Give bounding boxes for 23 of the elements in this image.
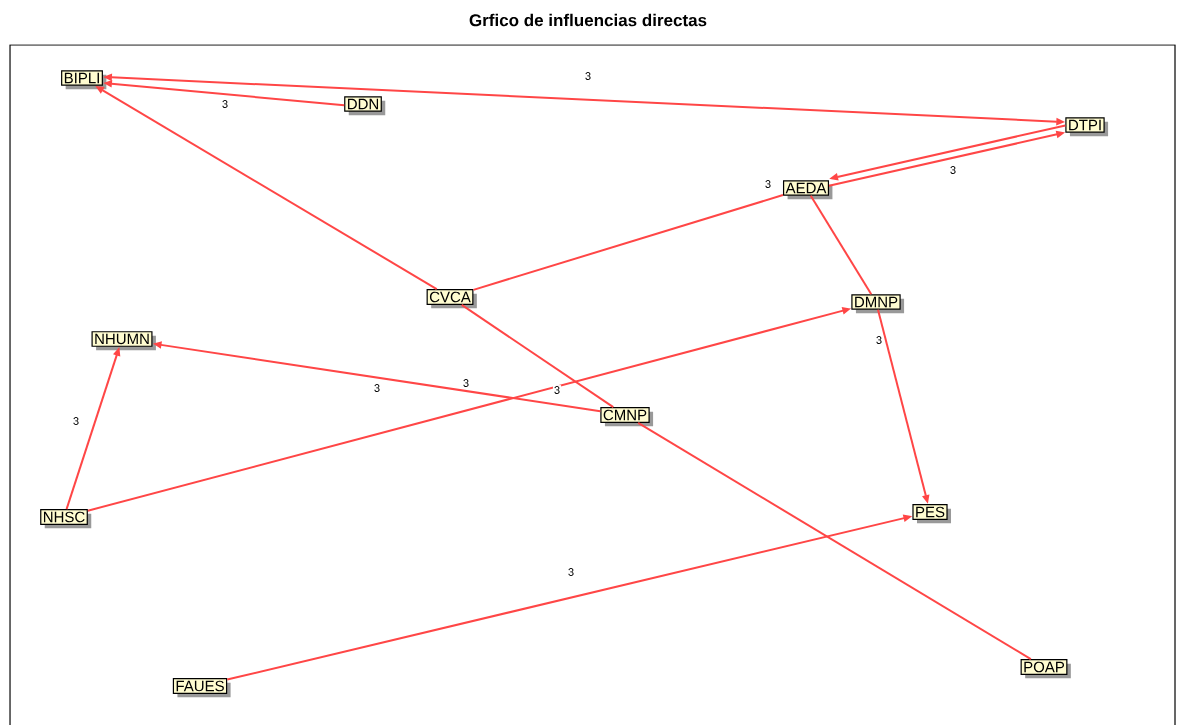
edge-label: 3 xyxy=(948,165,958,175)
variable-box: CVCA xyxy=(426,289,477,309)
variable-box: NHUMN xyxy=(91,331,156,351)
variable-box: PES xyxy=(912,504,951,524)
edge-label: 3 xyxy=(763,179,773,189)
variable-box: BIPLI xyxy=(61,70,107,90)
variable-box: NHSC xyxy=(40,509,92,529)
variable-box: POAP xyxy=(1020,659,1071,679)
variable-box: CMNP xyxy=(600,407,654,427)
edge-label: 3 xyxy=(874,335,884,345)
edge-label: 3 xyxy=(71,416,81,426)
variable-box: AEDA xyxy=(783,180,833,200)
edge-label: 3 xyxy=(372,383,382,393)
value-label: 3 xyxy=(461,378,471,388)
edge-label: 3 xyxy=(566,567,576,577)
variable-box: DTPI xyxy=(1065,117,1109,137)
variable-box: DDN xyxy=(344,96,386,116)
variable-box: FAUES xyxy=(172,678,231,698)
edge-label: 3 xyxy=(583,71,593,81)
edge-label: 3 xyxy=(220,99,230,109)
chart-title: Grfico de influencias directas xyxy=(469,13,707,27)
variable-box: DMNP xyxy=(851,294,905,314)
edge-label: 3 xyxy=(552,385,562,395)
